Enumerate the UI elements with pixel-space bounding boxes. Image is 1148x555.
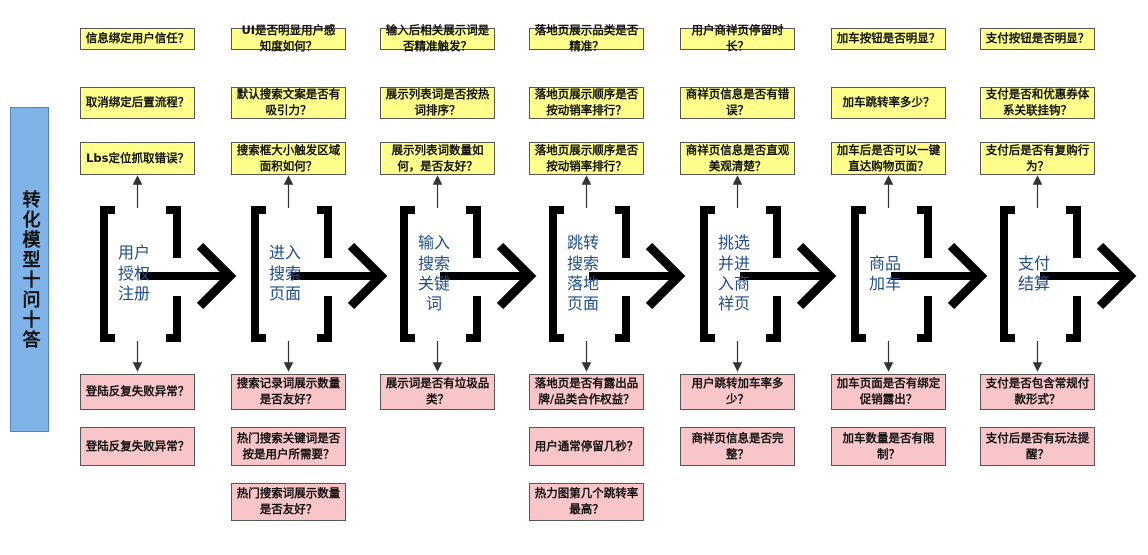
- flow-arrow-head: [496, 242, 537, 310]
- stage-label-text: 支付结算: [1017, 253, 1050, 293]
- stage-label: 支付结算: [1008, 220, 1060, 328]
- question-box-bottom: 展示词是否有垃圾品类？: [380, 374, 495, 410]
- stage-frame-right-top: [166, 206, 181, 258]
- question-box-bottom: 用户通常停留几秒？: [529, 427, 644, 466]
- question-box-top: 默认搜索文案是否有吸引力？: [231, 87, 346, 119]
- stage-frame-right-bottom: [615, 296, 630, 342]
- question-box-top: 加车后是否可以一键直达购物页面？: [831, 142, 946, 175]
- stage-frame-left: [251, 206, 266, 342]
- question-box-bottom: 热门搜索关键词是否按是用户所需要？: [231, 427, 346, 466]
- stage-frame-right-top: [766, 206, 781, 258]
- question-box-bottom: 落地页是否有露出品牌/品类合作权益？: [529, 374, 644, 410]
- question-box-top: 信息绑定用户信任？: [80, 28, 195, 50]
- stage-label: 进入搜索页面: [259, 220, 311, 328]
- question-box-bottom: 搜索记录词展示数量是否友好？: [231, 374, 346, 410]
- stage-label-text: 用户授权注册: [117, 243, 150, 304]
- question-box-bottom: 加车页面是否有绑定促销露出？: [831, 374, 946, 410]
- question-box-bottom: 支付后是否有玩法提醒？: [980, 427, 1095, 466]
- flow-arrow-head: [347, 242, 388, 310]
- stage-frame-left: [1000, 206, 1015, 342]
- question-box-top: 取消绑定后置流程？: [80, 87, 195, 119]
- question-box-bottom: 热门搜索词展示数量是否友好？: [231, 483, 346, 521]
- stage-frame-right-top: [1066, 206, 1081, 258]
- question-box-bottom: 加车数量是否有限制？: [831, 427, 946, 466]
- question-box-top: 商祥页信息是否有错误？: [680, 87, 795, 119]
- stage-frame-right-bottom: [166, 296, 181, 342]
- stage-label: 输入搜索关键词: [408, 220, 460, 328]
- stage-frame-left: [400, 206, 415, 342]
- stage-label-text: 进入搜索页面: [268, 243, 301, 304]
- stage-frame-left: [851, 206, 866, 342]
- question-box-bottom: 商祥页信息是否完整？: [680, 427, 795, 466]
- question-box-top: 输入后相关展示词是否精准触发？: [380, 23, 495, 53]
- flow-arrow-head: [645, 242, 686, 310]
- question-box-top: 落地页展示品类是否精准？: [529, 23, 644, 53]
- question-box-bottom: 登陆反复失败异常？: [80, 374, 195, 410]
- question-box-top: 落地页展示顺序是否按动销率排行？: [529, 87, 644, 119]
- stage-label: 跳转搜索落地页面: [557, 220, 609, 328]
- question-box-top: 搜索框大小触发区域面积如何？: [231, 142, 346, 175]
- question-box-top: 加车按钮是否明显？: [831, 28, 946, 50]
- stage-frame-right-bottom: [317, 296, 332, 342]
- stage-frame-left: [100, 206, 115, 342]
- question-box-top: 支付是否和优惠券体系关联挂钩？: [980, 87, 1095, 119]
- flow-arrow-head: [1096, 242, 1137, 310]
- question-box-top: 支付按钮是否明显？: [980, 28, 1095, 50]
- stage-frame-right-top: [466, 206, 481, 258]
- stage-frame-right-top: [615, 206, 630, 258]
- question-box-top: 商祥页信息是否直观美观清楚？: [680, 142, 795, 175]
- stage-frame-left: [700, 206, 715, 342]
- question-box-top: 落地页展示顺序是否按动销率排行？: [529, 142, 644, 175]
- flow-arrow-head: [947, 242, 988, 310]
- stage-label-text: 输入搜索关键词: [417, 233, 450, 314]
- question-box-bottom: 热力图第几个跳转率最高？: [529, 483, 644, 521]
- stage-frame-right-bottom: [917, 296, 932, 342]
- stage-frame-right-bottom: [766, 296, 781, 342]
- stage-frame-right-top: [917, 206, 932, 258]
- question-box-bottom: 支付是否包含常规付款形式？: [980, 374, 1095, 410]
- stage-label-text: 商品加车: [868, 253, 901, 293]
- model-title-panel: 转化模型十问十答: [10, 107, 49, 432]
- question-box-top: 用户商祥页停留时长？: [680, 23, 795, 53]
- question-box-top: Lbs定位抓取错误？: [80, 142, 195, 175]
- flow-arrow-head: [196, 242, 237, 310]
- stage-label: 用户授权注册: [108, 220, 160, 328]
- model-title: 转化模型十问十答: [19, 189, 41, 350]
- stage-label-text: 挑选并进入商祥页: [717, 233, 750, 314]
- stage-label: 挑选并进入商祥页: [708, 220, 760, 328]
- flow-arrow-head: [796, 242, 837, 310]
- question-box-top: 展示列表词数量如何，是否友好？: [380, 142, 495, 175]
- question-box-top: UI是否明显用户感知度如何？: [231, 23, 346, 53]
- question-box-top: 支付后是否有复购行为？: [980, 142, 1095, 175]
- question-box-top: 展示列表词是否按热词排序？: [380, 87, 495, 119]
- question-box-top: 加车跳转率多少？: [831, 87, 946, 119]
- stage-frame-right-top: [317, 206, 332, 258]
- question-box-bottom: 登陆反复失败异常？: [80, 427, 195, 466]
- stage-frame-right-bottom: [1066, 296, 1081, 342]
- stage-frame-right-bottom: [466, 296, 481, 342]
- stage-label: 商品加车: [859, 220, 911, 328]
- stage-frame-left: [549, 206, 564, 342]
- question-box-bottom: 用户跳转加车率多少？: [680, 374, 795, 410]
- stage-label-text: 跳转搜索落地页面: [566, 233, 599, 314]
